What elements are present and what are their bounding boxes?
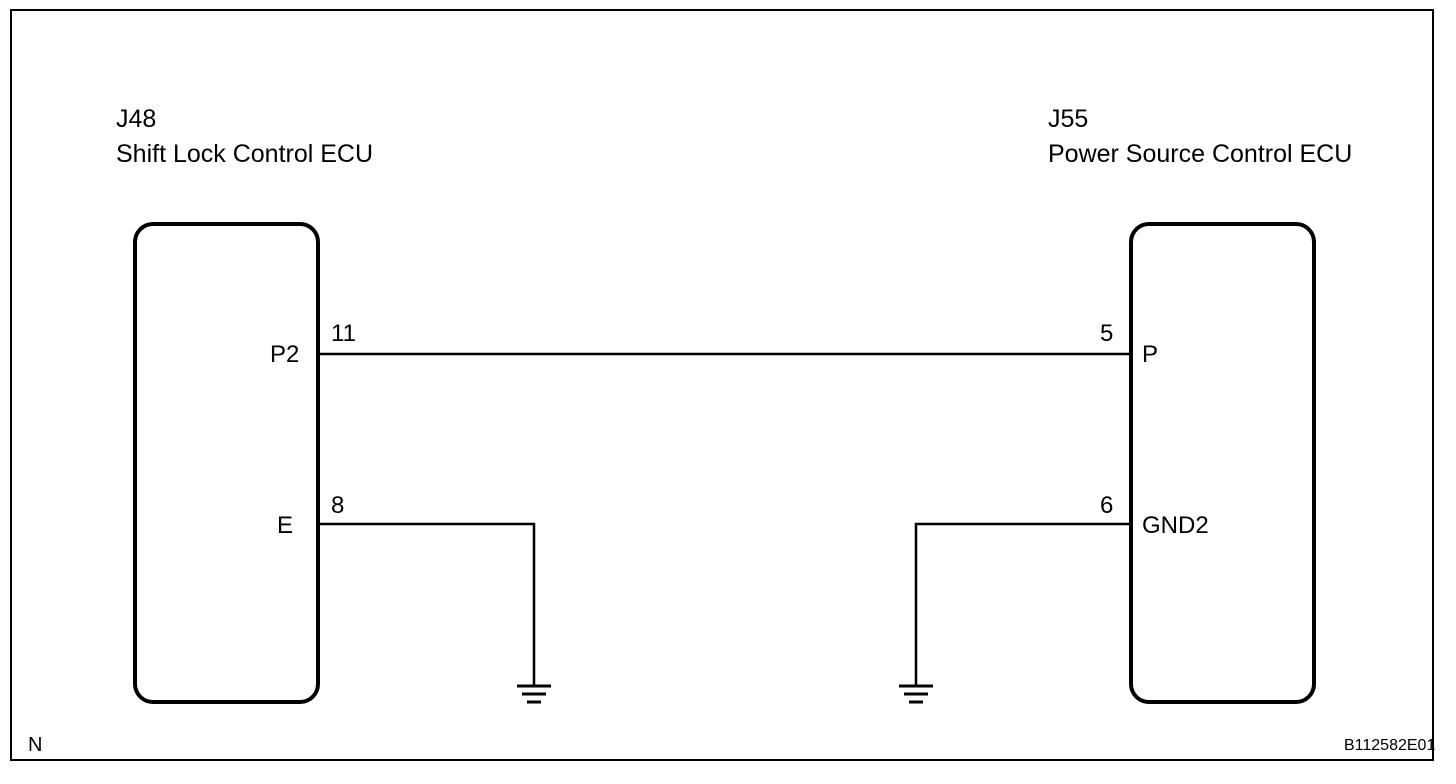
corner-mark: N (28, 734, 43, 756)
right-signal-label-gnd2: GND2 (1142, 512, 1209, 539)
ground-wire-right (914, 522, 1131, 686)
ground-symbol-right (899, 684, 933, 704)
left-connector-name: Shift Lock Control ECU (116, 140, 374, 168)
left-signal-label-e: E (277, 512, 294, 539)
ground-wire-left (318, 522, 536, 686)
right-connector-code: J55 (1048, 105, 1089, 133)
right-ecu-box (1129, 222, 1316, 704)
ground-symbol-left (517, 684, 551, 704)
left-pin-number-11: 11 (331, 320, 356, 347)
left-connector-code: J48 (116, 105, 157, 133)
right-pin-number-6: 6 (1100, 492, 1114, 519)
left-ecu-box (133, 222, 320, 704)
right-pin-number-5: 5 (1100, 320, 1114, 347)
right-signal-label-p: P (1142, 341, 1159, 368)
right-connector-name: Power Source Control ECU (1048, 140, 1353, 168)
left-pin-number-8: 8 (331, 492, 345, 519)
left-signal-label-p2: P2 (270, 341, 300, 368)
diagram-frame (10, 9, 1434, 761)
figure-id: B112582E01 (1344, 737, 1436, 754)
